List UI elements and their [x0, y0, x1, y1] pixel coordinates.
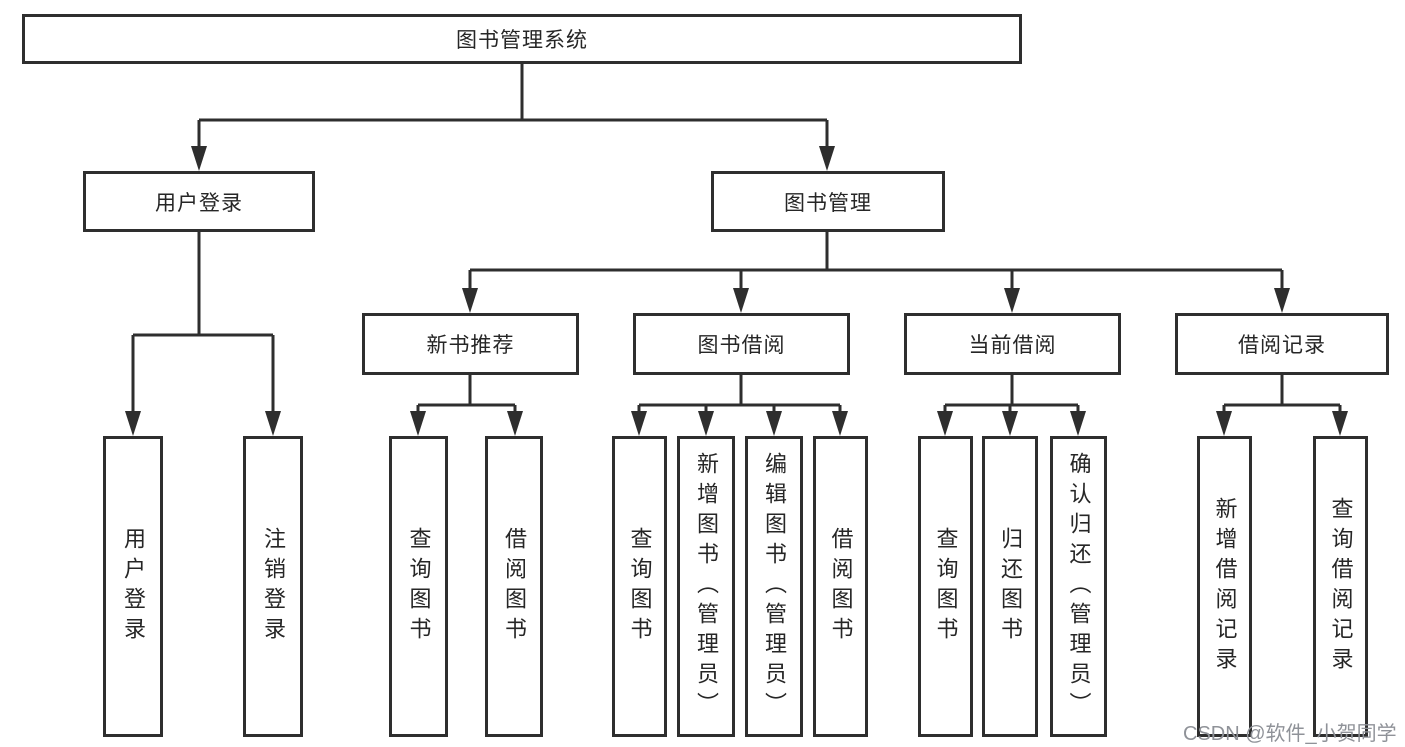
node-user-login-label: 用户登录	[155, 191, 243, 215]
node-borrow-records-label: 借阅记录	[1238, 334, 1326, 357]
arrowhead-icon	[191, 146, 207, 171]
node-current-borrow-label: 当前借阅	[968, 334, 1057, 357]
node-leaf-current-return-books: 归还图书	[982, 436, 1038, 737]
connector-new-book-recommend-to-leaves	[410, 374, 523, 436]
arrowhead-icon	[1216, 411, 1232, 436]
arrowhead-icon	[832, 411, 848, 436]
node-leaf-records-query-record-label: 查询借阅记录	[1328, 496, 1354, 677]
arrowhead-icon	[1274, 288, 1290, 313]
node-current-borrow: 当前借阅	[904, 313, 1121, 375]
node-leaf-current-return-books-label: 归还图书	[998, 526, 1023, 647]
node-leaf-borrow-edit-books: 编辑图书（管理员）	[745, 436, 803, 737]
arrowhead-icon	[733, 288, 749, 313]
node-book-management-label: 图书管理	[784, 191, 872, 215]
node-leaf-borrow-borrow-books: 借阅图书	[813, 436, 868, 737]
node-new-book-recommend: 新书推荐	[362, 313, 579, 375]
arrowhead-icon	[507, 411, 523, 436]
connector-book-management-to-level3	[462, 231, 1290, 313]
node-root: 图书管理系统	[22, 14, 1022, 64]
node-leaf-user-login-label: 用户登录	[121, 526, 146, 647]
node-leaf-recommend-query-books: 查询图书	[389, 436, 448, 737]
connector-current-borrow-to-leaves	[937, 374, 1086, 436]
arrowhead-icon	[1070, 411, 1086, 436]
node-leaf-borrow-add-books-label: 新增图书（管理员）	[694, 451, 719, 722]
node-leaf-borrow-borrow-books-label: 借阅图书	[828, 526, 854, 647]
arrowhead-icon	[1002, 411, 1018, 436]
arrowhead-icon	[631, 411, 647, 436]
node-leaf-recommend-borrow-books-label: 借阅图书	[502, 526, 527, 647]
node-borrow-records: 借阅记录	[1175, 313, 1389, 375]
node-leaf-borrow-edit-books-label: 编辑图书（管理员）	[762, 451, 787, 722]
node-leaf-current-confirm-return-label: 确认归还（管理员）	[1066, 451, 1092, 722]
connector-book-borrow-to-leaves	[631, 374, 848, 436]
connector-borrow-records-to-leaves	[1216, 374, 1348, 436]
node-leaf-records-query-record: 查询借阅记录	[1313, 436, 1368, 737]
arrowhead-icon	[937, 411, 953, 436]
arrowhead-icon	[766, 411, 782, 436]
csdn-watermark: CSDN @软件_小贺同学	[1183, 723, 1397, 745]
arrowhead-icon	[410, 411, 426, 436]
arrowhead-icon	[698, 411, 714, 436]
arrowhead-icon	[1332, 411, 1348, 436]
node-leaf-borrow-query-books-label: 查询图书	[627, 526, 653, 647]
node-leaf-borrow-add-books: 新增图书（管理员）	[677, 436, 735, 737]
node-leaf-recommend-borrow-books: 借阅图书	[485, 436, 543, 737]
arrowhead-icon	[1004, 288, 1020, 313]
node-new-book-recommend-label: 新书推荐	[426, 334, 515, 357]
node-leaf-borrow-query-books: 查询图书	[612, 436, 667, 737]
connector-root-to-level2	[191, 63, 835, 171]
node-book-borrow: 图书借阅	[633, 313, 850, 375]
arrowhead-icon	[462, 288, 478, 313]
node-leaf-current-query-books: 查询图书	[918, 436, 973, 737]
arrowhead-icon	[819, 146, 835, 171]
arrowhead-icon	[125, 411, 141, 436]
node-leaf-current-query-books-label: 查询图书	[933, 526, 959, 647]
node-leaf-records-add-record: 新增借阅记录	[1197, 436, 1252, 737]
node-leaf-user-login: 用户登录	[103, 436, 163, 737]
connector-user-login-to-leaves	[125, 231, 281, 436]
arrowhead-icon	[265, 411, 281, 436]
node-book-management: 图书管理	[711, 171, 945, 232]
node-leaf-logout-label: 注销登录	[261, 526, 286, 647]
node-book-borrow-label: 图书借阅	[697, 334, 786, 357]
node-leaf-logout: 注销登录	[243, 436, 303, 737]
node-root-label: 图书管理系统	[456, 29, 588, 52]
node-leaf-current-confirm-return: 确认归还（管理员）	[1050, 436, 1107, 737]
node-leaf-recommend-query-books-label: 查询图书	[406, 526, 432, 647]
node-user-login: 用户登录	[83, 171, 315, 232]
node-leaf-records-add-record-label: 新增借阅记录	[1212, 496, 1238, 677]
